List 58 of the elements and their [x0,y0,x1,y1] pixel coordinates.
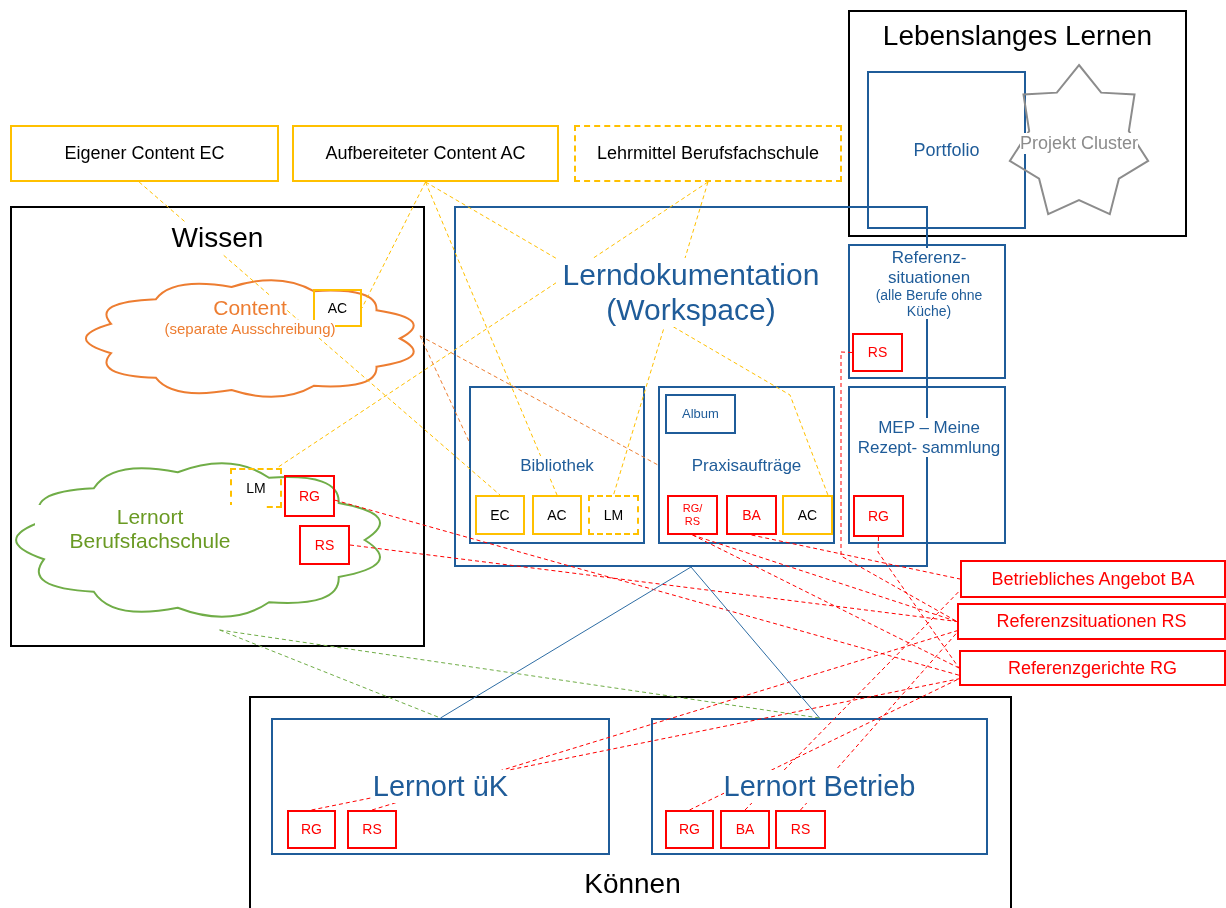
connector-line [744,589,961,811]
tag-box [726,495,777,535]
content-box [469,386,645,544]
content-box [574,125,842,182]
connector-line [692,534,958,622]
tag-box [588,495,639,535]
node-title: Lernort üK [372,770,509,804]
content-box [960,560,1226,598]
tag-box [287,810,336,849]
connector-line [138,181,501,496]
content-box [957,603,1226,640]
content-box [658,386,835,544]
connector-line [349,544,958,622]
tag-box [852,333,903,372]
connector-line [419,335,659,466]
tag-box [284,475,335,517]
connector-line [840,351,958,622]
node-title: Bibliothek [520,456,594,476]
node-title: Wissen [171,222,264,255]
content-box [292,125,559,182]
tag-box [665,810,714,849]
tag-box [299,525,350,565]
tag-box [665,394,736,434]
tag-box [532,495,582,535]
content-box [271,718,610,855]
tag-box [347,810,397,849]
tag-box [475,495,525,535]
content-box [249,696,1012,908]
connector-line [425,181,558,496]
node-title: Praxisaufträge [691,456,802,476]
tag-box [853,495,904,537]
tag-box [230,468,282,508]
connector-line [334,499,960,676]
content-box [10,125,279,182]
tag-box [782,495,833,535]
connector-line [751,534,961,580]
connector-line [219,629,441,719]
content-box [651,718,988,855]
content-box [10,206,425,647]
content-box [959,650,1226,686]
tag-box [720,810,770,849]
node-title: Eigener Content EC [64,143,225,164]
connector-line [361,181,426,309]
tag-box [775,810,826,849]
connector-line [219,629,820,719]
connector-line [690,566,820,719]
connector-line [877,536,960,669]
connector-line [440,566,692,719]
connector-line [276,181,709,469]
node-subtitle: (separate Ausschreibung) [164,320,336,338]
content-box [848,10,1187,237]
connector-line [692,534,960,669]
node-title: Lernort Betrieb [723,770,916,804]
content-box [848,244,1006,379]
node-title: Projekt Cluster [1019,133,1138,154]
connector-line [419,335,470,442]
content-box [848,386,1006,544]
tag-box [667,495,718,535]
